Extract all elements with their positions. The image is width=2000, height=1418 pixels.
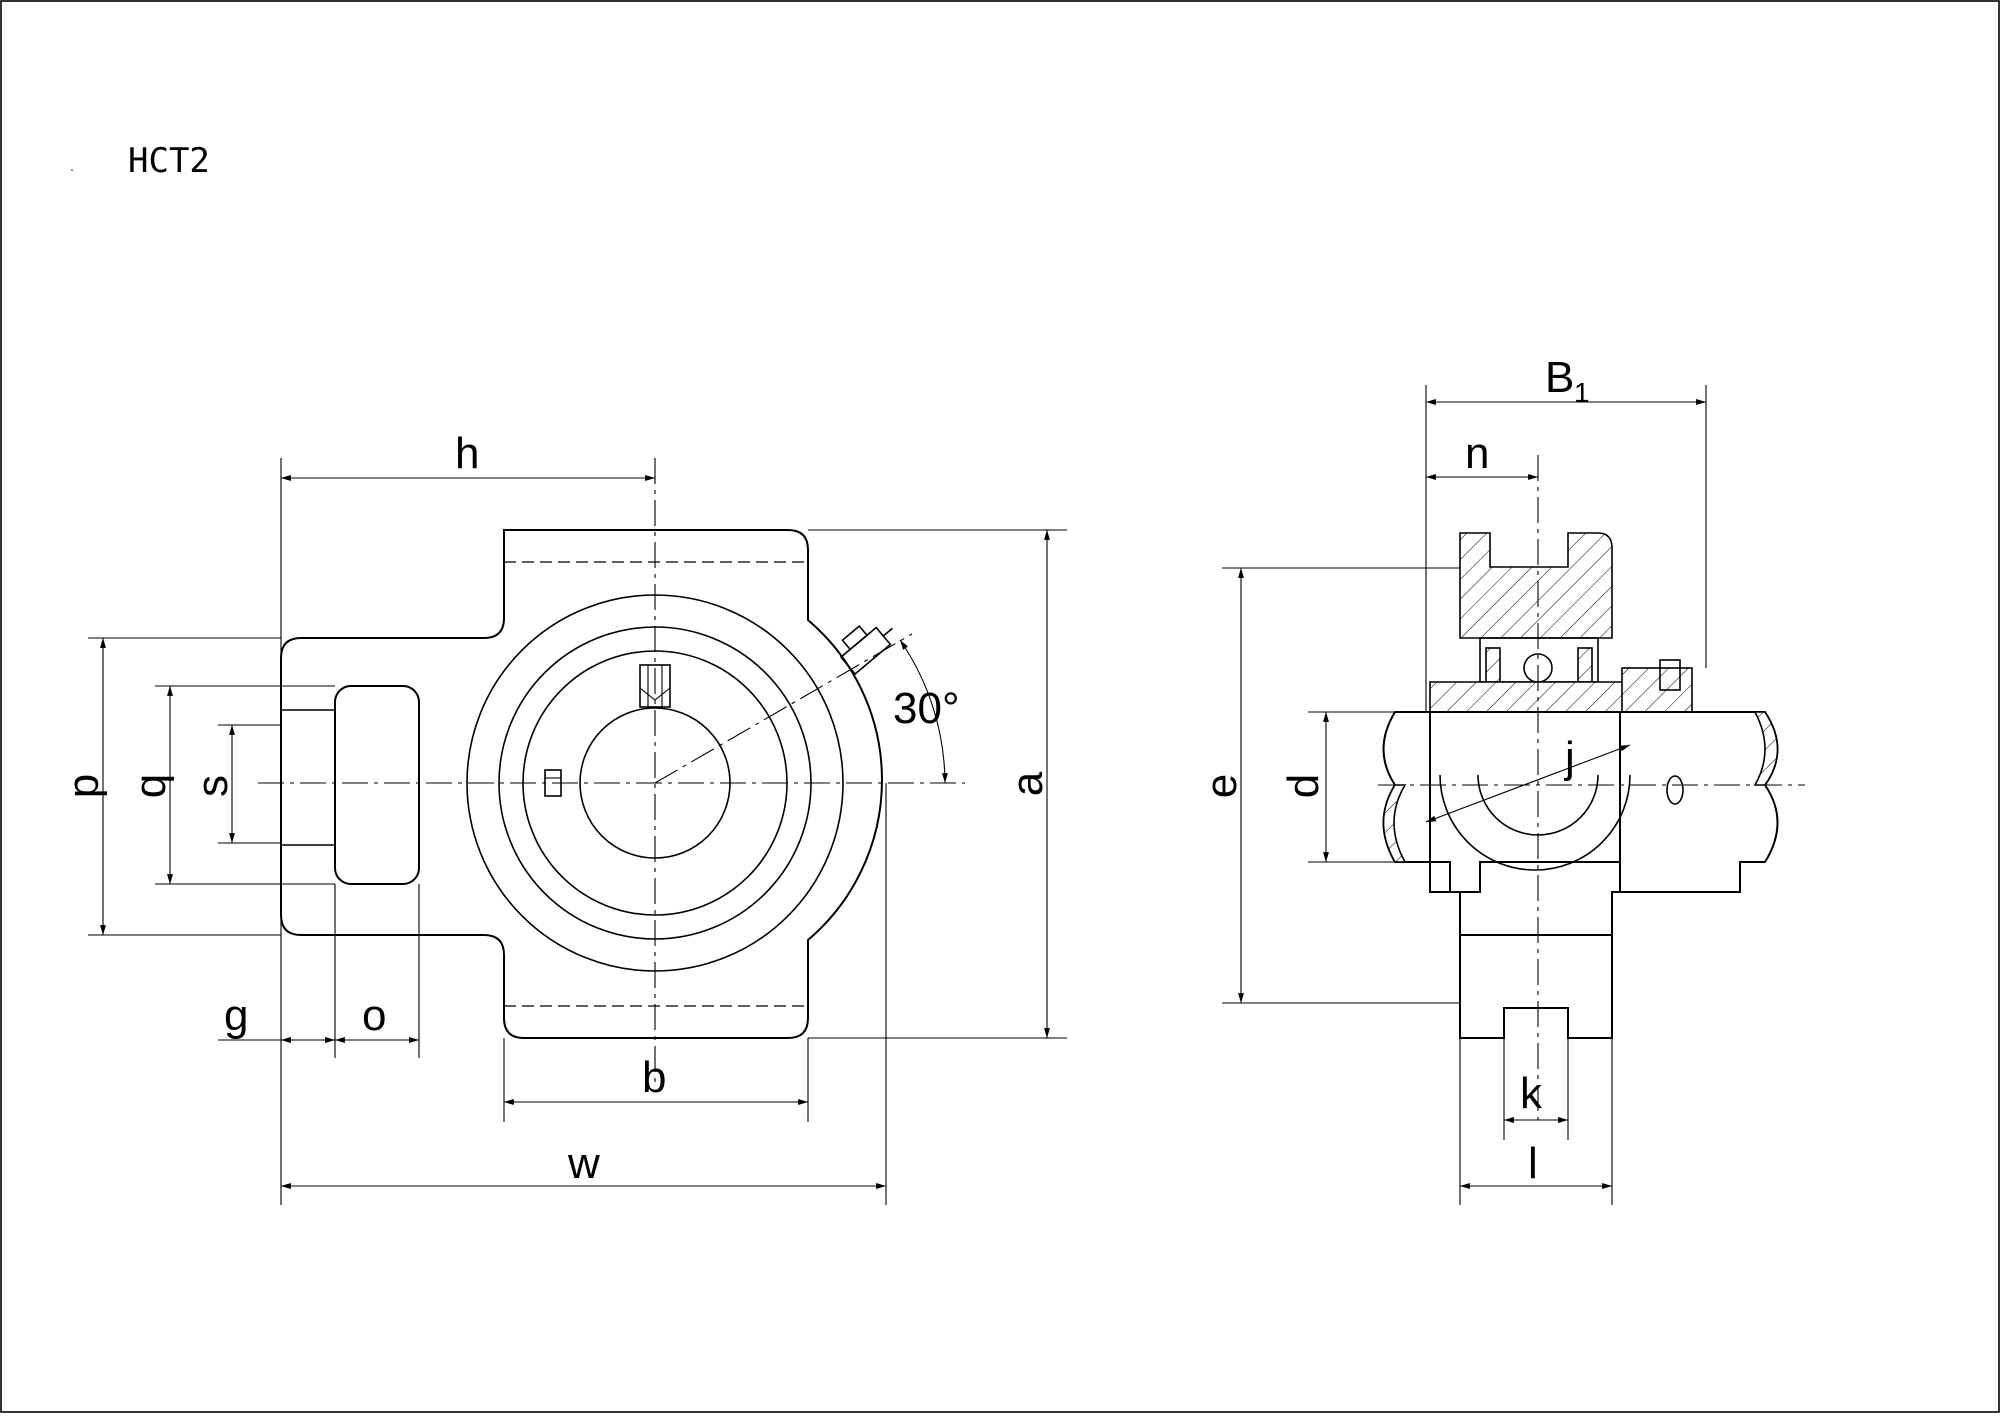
housing-lower (1429, 712, 1621, 936)
angle-label: 30° (893, 684, 960, 733)
side-view: j B 1 n e d k l (1197, 353, 1805, 1205)
housing-section-top (1459, 532, 1613, 639)
locking-collar (1621, 667, 1693, 713)
dim-a-label: a (1003, 771, 1052, 796)
slot-block (334, 685, 420, 885)
dim-h-label: h (455, 429, 479, 478)
dim-w-label: w (567, 1139, 600, 1188)
dim-d-label: d (1279, 774, 1328, 798)
dim-s-label: s (188, 775, 237, 797)
dim-j-label: j (1563, 733, 1575, 782)
dim-B1-label: B (1545, 353, 1574, 402)
drawing-title: HCT2 (128, 141, 210, 181)
dim-b-label: b (642, 1053, 666, 1102)
dim-q-label: q (126, 774, 175, 798)
housing-outline (280, 528, 883, 1039)
title-dot (71, 169, 73, 171)
dim-o-label: o (362, 991, 386, 1040)
dim-g-label: g (224, 991, 248, 1040)
dim-k-label: k (1520, 1069, 1543, 1118)
front-view: 30° h p q s g o b w (59, 429, 1067, 1205)
dim-e-label: e (1197, 774, 1246, 798)
shaft (1382, 711, 1779, 893)
dim-p-label: p (59, 774, 108, 798)
grease-nipple (839, 624, 893, 676)
dim-l-label: l (1528, 1139, 1538, 1188)
inner-ring-section (1429, 681, 1641, 713)
dim-B1-subscript: 1 (1574, 377, 1590, 408)
angle-centerline (654, 633, 913, 784)
dim-n-label: n (1465, 429, 1489, 478)
set-screw-top (639, 664, 671, 708)
